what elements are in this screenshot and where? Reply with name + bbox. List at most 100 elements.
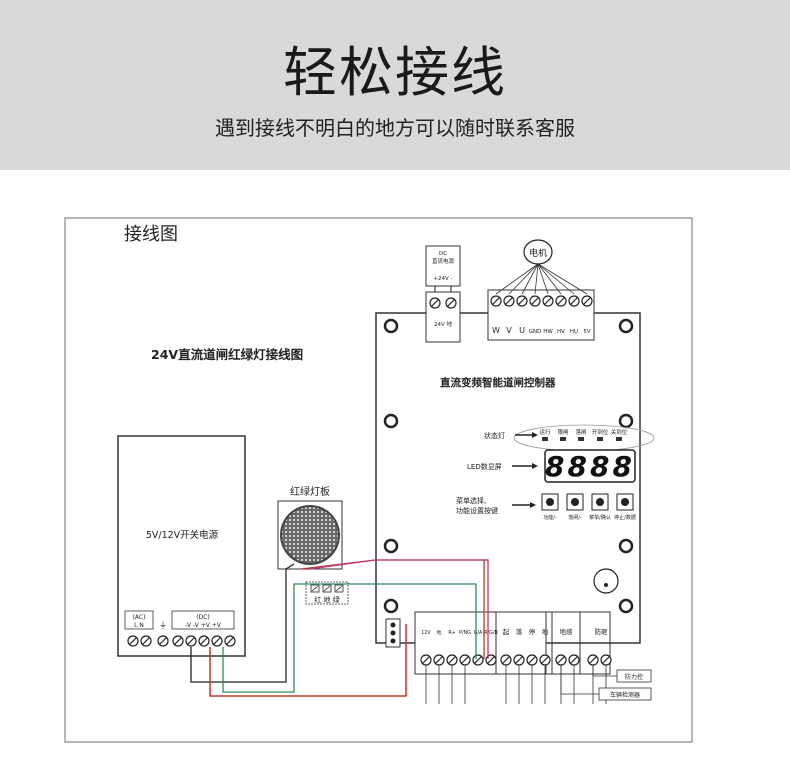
wiring-diagram: 接线图 24V直流道闸红绿灯接线图 直流变频智能道闸控制器 状态灯 运行限闸落闸… xyxy=(64,214,694,744)
status-label: 状态灯 xyxy=(484,431,505,440)
bottom-terminal-label: G/A xyxy=(474,630,483,636)
status-light-label: 开到位 xyxy=(592,428,609,436)
switching-power-supply: 5V/12V开关电源 (AC) L N (DC) -V -V +V +V ⏚ xyxy=(117,435,246,657)
dc-supply: DC 直流电源 +24V - 24V 地 xyxy=(425,245,461,343)
wires xyxy=(190,559,489,697)
led-value: 8888 xyxy=(545,450,635,483)
light-terminal-slot xyxy=(335,585,343,592)
dc-label-box xyxy=(171,610,235,630)
mount-hole xyxy=(618,318,634,334)
menu-label-1: 菜单选择, xyxy=(456,496,486,505)
screw-slot xyxy=(531,297,539,305)
vehicle-detector-box xyxy=(598,687,652,701)
anti-smash-label: 防力控 xyxy=(625,673,643,681)
screw-slot xyxy=(541,656,549,664)
menu-button-label: 功能/- xyxy=(543,514,557,521)
group-label: 落 xyxy=(516,627,523,636)
traffic-light-board: 红绿灯板 红 地 绿 xyxy=(277,485,349,605)
screw-slot xyxy=(213,637,221,645)
mount-hole xyxy=(383,598,399,614)
motor-wire xyxy=(537,263,575,295)
group-label: 防砸 xyxy=(595,627,609,636)
screw-slot xyxy=(570,656,578,664)
ground-symbol: ⏚ xyxy=(159,621,167,630)
controller-board: 直流变频智能道闸控制器 状态灯 运行限闸落闸开到位关到位 LED数显屏 8888… xyxy=(375,312,655,675)
motor-wire xyxy=(495,263,539,295)
screw-slot xyxy=(602,656,610,664)
screw-slot xyxy=(430,298,440,308)
buzzer-dot xyxy=(604,583,608,587)
dc-supply-title-2: 直流电源 xyxy=(432,257,455,265)
vehicle-detector-label: 车辆检测器 xyxy=(610,691,640,699)
motor-terminal-label: HW xyxy=(543,329,553,335)
status-light xyxy=(560,437,566,441)
anti-smash-box xyxy=(616,669,652,683)
lead-wire xyxy=(592,665,617,677)
screw-slot xyxy=(174,637,182,645)
bottom-terminal-label: R+ xyxy=(448,630,455,636)
header-banner: 轻松接线 遇到接线不明白的地方可以随时联系客服 xyxy=(0,0,790,170)
light-terminals xyxy=(310,584,344,593)
screw-slot xyxy=(142,637,150,645)
jumper-pin xyxy=(390,638,396,644)
controller-title: 直流变频智能道闸控制器 xyxy=(440,376,556,389)
status-arrow-head xyxy=(532,432,538,438)
motor-wire xyxy=(537,263,588,295)
power-supply-title: 5V/12V开关电源 xyxy=(146,529,219,541)
wire-black xyxy=(190,563,295,683)
menu-buttons: 功能/-落闸/-菜单/确认停止/数据 xyxy=(541,493,636,521)
ac-label: (AC) xyxy=(133,614,146,621)
dc-supply-box xyxy=(425,245,461,287)
diagram-label: 接线图 xyxy=(124,224,178,245)
mount-hole xyxy=(383,538,399,554)
motor-wire xyxy=(534,263,539,295)
dc-terminals: -V -V +V +V xyxy=(185,622,222,629)
light-grid-pattern xyxy=(282,507,338,563)
screw-slot xyxy=(528,656,536,664)
status-light-label: 运行 xyxy=(539,428,551,436)
screw-slot xyxy=(518,297,526,305)
bottom-terminal-label: 地 xyxy=(437,629,442,636)
status-lights: 运行限闸落闸开到位关到位 xyxy=(539,428,628,441)
light-terminal-labels: 红 地 绿 xyxy=(314,595,339,604)
wire-magenta xyxy=(309,559,489,659)
dc-terminal-label: 24V 地 xyxy=(434,320,453,328)
motor-wire xyxy=(537,263,562,295)
screw-slot xyxy=(159,637,167,645)
screw-slot xyxy=(583,297,591,305)
screw-slot xyxy=(226,637,234,645)
menu-arrow-head xyxy=(530,502,536,508)
screw-slot xyxy=(187,637,195,645)
menu-button-knob xyxy=(596,498,604,506)
light-terminal-slot xyxy=(323,585,331,592)
wire-green xyxy=(222,583,477,693)
screw-slot xyxy=(435,656,443,664)
page-title: 轻松接线 xyxy=(283,41,507,104)
ac-terminals: L N xyxy=(134,622,144,629)
page-subtitle: 遇到接线不明白的地方可以随时联系客服 xyxy=(215,116,575,140)
bottom-terminal-label: P/NG xyxy=(459,630,471,636)
group-label: 地感 xyxy=(560,627,574,636)
bottom-leads xyxy=(425,665,617,704)
led-label: LED数显屏 xyxy=(467,462,502,471)
status-light xyxy=(578,437,584,441)
mount-hole xyxy=(383,318,399,334)
motor-wire xyxy=(521,263,539,295)
motor-terminal-label: GND xyxy=(529,329,542,335)
diagram-heading: 24V直流道闸红绿灯接线图 xyxy=(151,347,303,362)
motor-terminal-label: W xyxy=(492,326,500,335)
menu-label-2: 功能设置按键 xyxy=(456,506,498,515)
motor-terminal-label: 5V xyxy=(583,329,590,335)
menu-button-knob xyxy=(621,498,629,506)
dc-label: (DC) xyxy=(196,614,210,621)
mount-hole xyxy=(618,538,634,554)
bottom-terminal-label: 12V xyxy=(421,630,431,636)
screw-slot xyxy=(448,656,456,664)
buzzer xyxy=(593,568,619,594)
menu-button-label: 停止/数据 xyxy=(614,514,636,521)
group-label: 地 xyxy=(542,627,549,636)
screw-slot xyxy=(544,297,552,305)
